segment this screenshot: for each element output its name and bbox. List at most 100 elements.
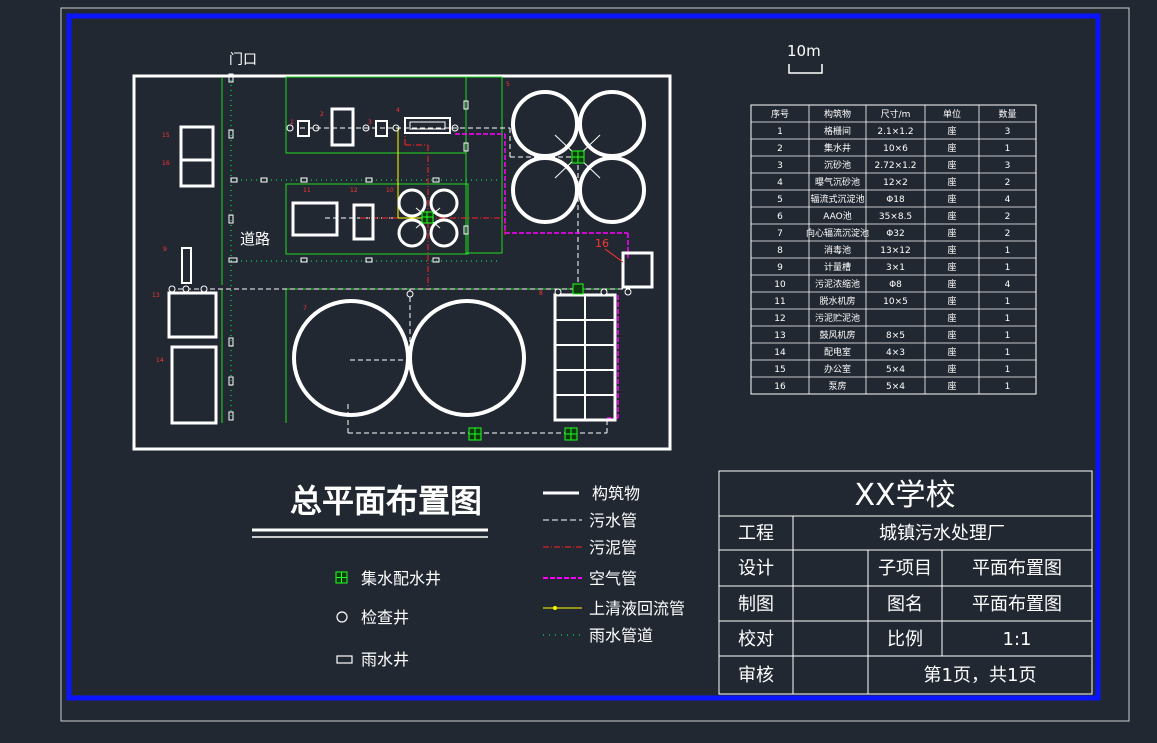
table-cell: 沉砂池 (824, 159, 851, 171)
svg-text:1: 1 (290, 119, 294, 126)
svg-text:16: 16 (162, 160, 170, 167)
table-header-cell: 尺寸/m (881, 108, 911, 120)
building-13 (167, 291, 218, 339)
table-cell: 1 (1005, 331, 1011, 341)
table-cell: 12×2 (883, 178, 908, 188)
table-cell: 10×6 (883, 144, 908, 154)
table-cell: 4 (1005, 280, 1011, 290)
svg-text:11: 11 (303, 187, 311, 194)
table-cell: 座 (947, 312, 956, 324)
table-cell: 污泥浓缩池 (815, 278, 860, 290)
collection-well (330, 107, 355, 147)
screen-house (297, 120, 310, 137)
project-value: 城镇污水处理厂 (879, 523, 1005, 544)
table-cell: 向心辐流沉淀池 (806, 227, 869, 239)
table-cell: 座 (947, 346, 956, 358)
table-cell: 7 (777, 229, 783, 239)
legend-label: 污水管 (589, 511, 637, 530)
svg-text:3: 3 (368, 119, 372, 126)
table-cell: 11 (774, 297, 785, 307)
drawn-label: 制图 (738, 594, 774, 615)
table-cell: 办公室 (824, 363, 851, 375)
table-cell: 配电室 (824, 346, 851, 358)
legend-symbol-label: 检查井 (361, 608, 409, 627)
table-cell: 1 (1005, 297, 1011, 307)
table-cell: 3 (777, 161, 783, 171)
table-cell: 35×8.5 (879, 212, 912, 222)
table-cell: 8×5 (886, 331, 905, 341)
table-cell: 5×4 (886, 382, 905, 392)
title-block: XX学校 工程 城镇污水处理厂 设计 子项目 平面布置图 制图 图名 平面布置图… (718, 470, 1093, 695)
legend-label: 上清液回流管 (589, 599, 685, 618)
table-cell: 6 (777, 212, 783, 222)
table-cell: 鼓风机房 (819, 329, 855, 341)
table-cell: 2 (1005, 229, 1011, 239)
school-name: XX学校 (854, 478, 955, 513)
table-cell: 2 (1005, 178, 1011, 188)
pretreatment-zone (286, 107, 459, 147)
rain-well-icon (336, 655, 353, 664)
legend-label: 空气管 (589, 569, 637, 588)
page-value: 第1页，共1页 (924, 665, 1037, 686)
table-cell: 座 (947, 142, 956, 154)
left-zone-buildings (167, 125, 218, 425)
outer-frame (60, 7, 1130, 722)
scale-label: 比例 (887, 629, 923, 650)
table-cell: AAO池 (823, 210, 852, 222)
table-cell: 座 (947, 210, 956, 222)
disinfection-tank (553, 293, 617, 422)
table-cell: 1 (1005, 365, 1011, 375)
rain-wells (228, 73, 469, 421)
table-cell: 14 (774, 348, 786, 358)
table-header-cell: 单位 (943, 108, 961, 120)
table-cell: 9 (777, 263, 783, 273)
table-cell: 脱水机房 (819, 295, 855, 307)
table-cell: Φ18 (886, 195, 905, 205)
inspection-well-icon (336, 611, 348, 623)
legend-symbol-label: 雨水井 (361, 650, 409, 669)
svg-text:13: 13 (152, 292, 160, 299)
table-cell: 1 (1005, 263, 1011, 273)
table-cell: 2.1×1.2 (877, 127, 913, 137)
table-cell: 2 (1005, 212, 1011, 222)
svg-text:10: 10 (386, 187, 394, 194)
table-cell: 座 (947, 244, 956, 256)
sludge-storage (352, 203, 375, 241)
scale-bar: 10m (787, 42, 823, 74)
svg-text:9: 9 (163, 246, 167, 253)
table-cell: 座 (947, 125, 956, 137)
table-cell: 座 (947, 329, 956, 341)
dewatering-house (291, 201, 339, 237)
svg-text:2: 2 (320, 111, 324, 118)
symbol-legend: 集水配水井 检查井 雨水井 (335, 569, 441, 669)
svg-text:5: 5 (506, 81, 510, 88)
thickener-2 (429, 188, 459, 218)
drawing-title: 总平面布置图 (290, 482, 482, 520)
table-cell: 座 (947, 278, 956, 290)
table-cell: 5 (777, 195, 783, 205)
legend-label: 污泥管 (589, 538, 637, 557)
svg-text:7: 7 (303, 305, 307, 312)
pump-house (621, 251, 654, 289)
distribution-well-icon (335, 571, 348, 584)
table-cell: 座 (947, 193, 956, 205)
table-cell: 格栅间 (824, 125, 851, 137)
thickener-3 (397, 218, 427, 248)
svg-text:4: 4 (396, 107, 400, 114)
table-cell: 集水井 (824, 142, 851, 154)
radial-clarifiers (511, 90, 646, 224)
svg-text:8: 8 (539, 290, 543, 297)
table-cell: 污泥贮泥池 (815, 312, 860, 324)
subitem-label: 子项目 (878, 558, 932, 579)
design-label: 设计 (738, 558, 774, 579)
svg-text:12: 12 (350, 187, 358, 194)
subitem-value: 平面布置图 (972, 558, 1062, 579)
table-cell: 16 (774, 382, 786, 392)
table-frame (750, 104, 1037, 395)
air-pipes (455, 133, 629, 419)
aerated-grit-chamber (404, 117, 451, 134)
legend-label: 雨水管道 (589, 626, 653, 645)
drawing-name-value: 平面布置图 (972, 594, 1062, 615)
table-cell: 辐流式沉淀池 (810, 193, 864, 205)
